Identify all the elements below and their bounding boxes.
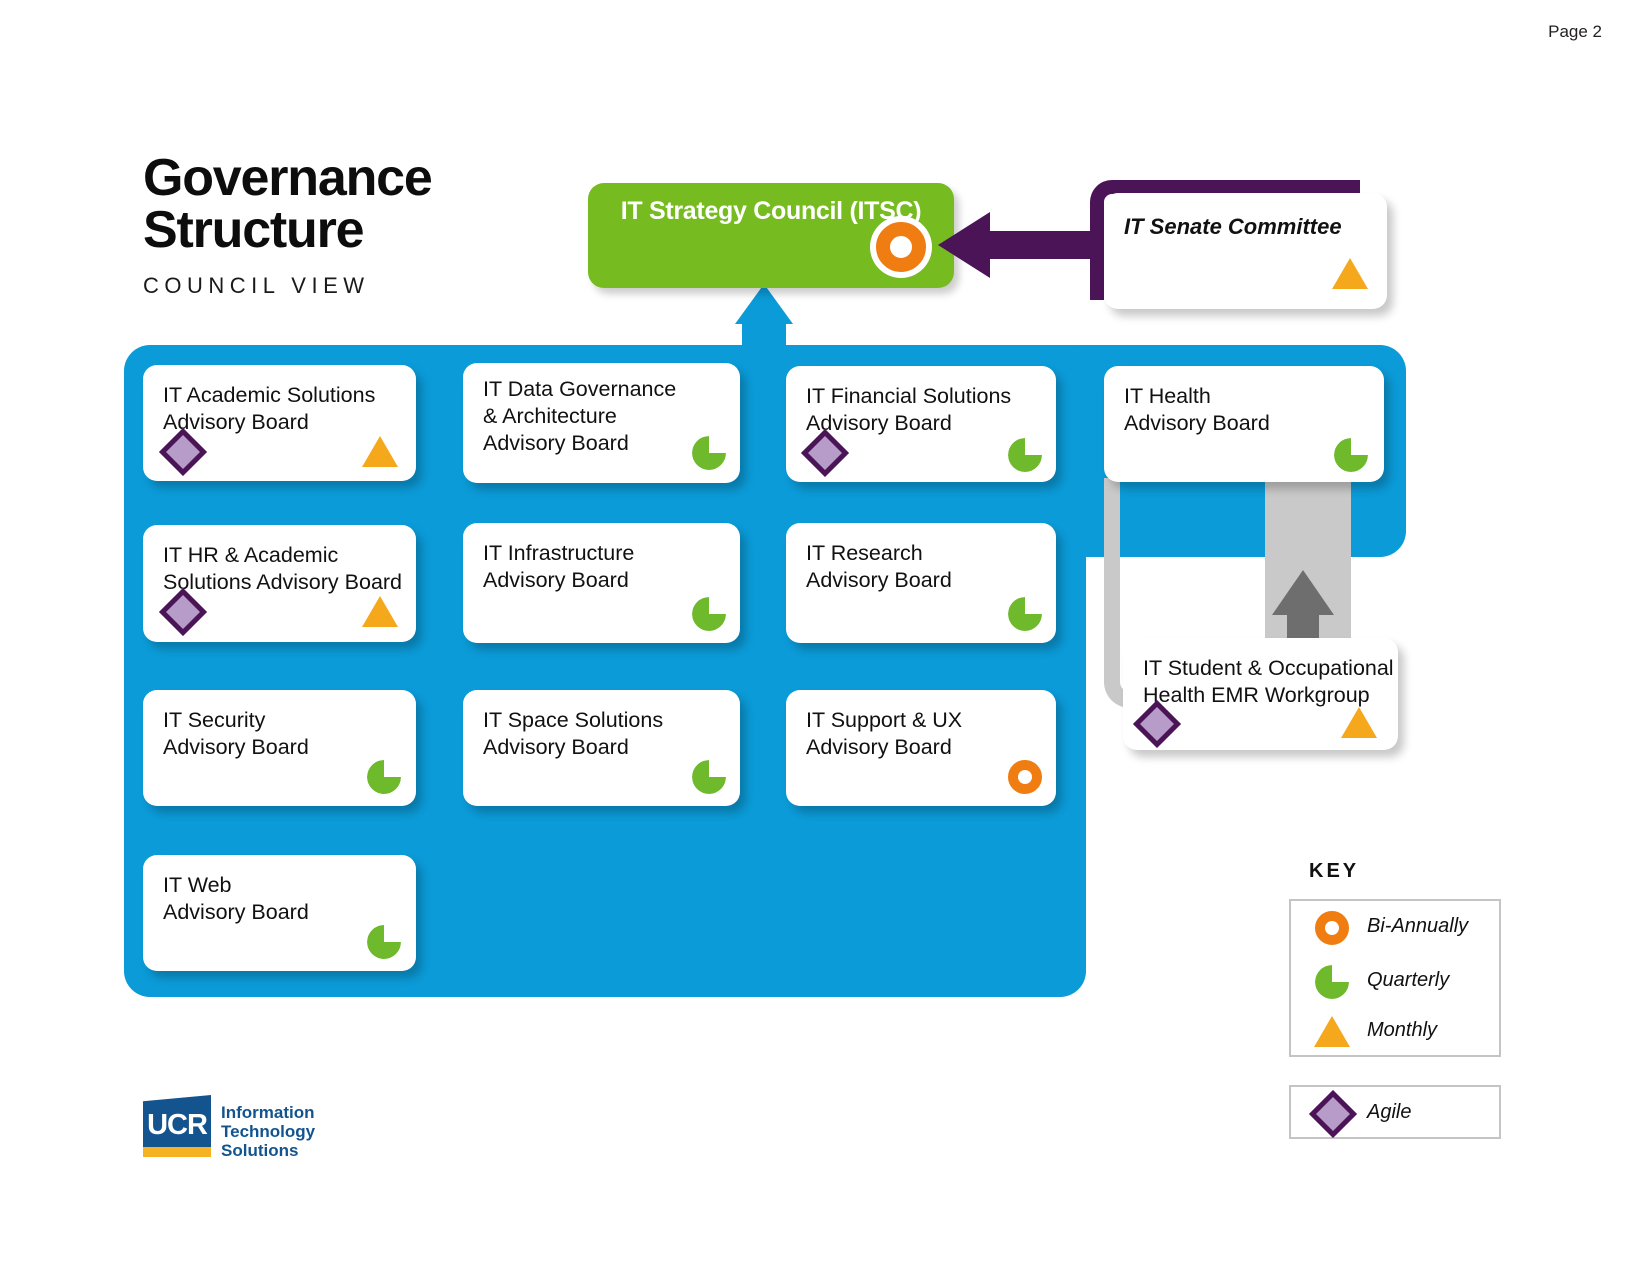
quarterly-icon xyxy=(1008,597,1042,631)
key-item-agile: Agile xyxy=(1291,1087,1499,1141)
card-it-space-solutions[interactable]: IT Space Solutions Advisory Board xyxy=(463,690,740,806)
card-title: IT Financial Solutions Advisory Board xyxy=(806,384,1012,435)
key-legend-box: Bi-Annually Quarterly Monthly xyxy=(1289,899,1501,1057)
monthly-icon xyxy=(362,436,398,467)
card-it-health[interactable]: IT Health Advisory Board xyxy=(1104,366,1384,482)
emr-up-arrow-icon xyxy=(1272,570,1334,615)
key-legend-box-agile: Agile xyxy=(1289,1085,1501,1139)
quarterly-icon xyxy=(367,760,401,794)
card-title: IT Academic Solutions Advisory Board xyxy=(163,383,376,434)
card-it-financial-solutions[interactable]: IT Financial Solutions Advisory Board xyxy=(786,366,1056,482)
card-it-student-occupational-health-emr[interactable]: IT Student & Occupational Health EMR Wor… xyxy=(1123,638,1398,750)
senate-arrow-shaft xyxy=(985,231,1115,259)
quarterly-icon xyxy=(1334,438,1368,472)
card-title: IT Research Advisory Board xyxy=(806,541,952,592)
quarterly-icon xyxy=(692,436,726,470)
it-strategy-council-label: IT Strategy Council (ITSC) xyxy=(620,197,922,225)
key-item-bi-annually: Bi-Annually xyxy=(1291,901,1499,955)
card-title: IT Security Advisory Board xyxy=(163,708,309,759)
card-it-research[interactable]: IT Research Advisory Board xyxy=(786,523,1056,643)
ucr-logo-text: Information Technology Solutions xyxy=(221,1103,316,1160)
card-title: IT Web Advisory Board xyxy=(163,873,309,924)
quarterly-icon xyxy=(692,760,726,794)
card-title: IT Health Advisory Board xyxy=(1124,384,1270,435)
quarterly-icon xyxy=(367,925,401,959)
monthly-icon xyxy=(1332,258,1368,289)
it-senate-committee-label: IT Senate Committee xyxy=(1124,214,1342,239)
card-it-support-ux[interactable]: IT Support & UX Advisory Board xyxy=(786,690,1056,806)
agile-icon xyxy=(1308,1087,1358,1141)
it-senate-committee-card[interactable]: IT Senate Committee xyxy=(1104,193,1387,309)
senate-left-arrow-icon xyxy=(938,212,990,278)
key-item-label: Monthly xyxy=(1367,1019,1438,1041)
card-it-hr-academic-solutions[interactable]: IT HR & Academic Solutions Advisory Boar… xyxy=(143,525,416,642)
monthly-icon xyxy=(362,596,398,627)
key-item-quarterly: Quarterly xyxy=(1291,955,1499,1009)
panel-to-council-arrow-icon xyxy=(735,284,793,324)
card-it-security[interactable]: IT Security Advisory Board xyxy=(143,690,416,806)
ucr-logo-letters: UCR xyxy=(147,1109,208,1141)
title-line-1: Governance xyxy=(143,149,433,207)
key-item-monthly: Monthly xyxy=(1291,1005,1499,1059)
title-line-2: Structure xyxy=(143,201,365,259)
card-title: IT Space Solutions Advisory Board xyxy=(483,708,664,759)
key-item-label: Agile xyxy=(1367,1101,1412,1123)
card-title: IT Support & UX Advisory Board xyxy=(806,708,963,759)
page-title: Governance Structure COUNCIL VIEW xyxy=(143,149,433,299)
page-number: Page 2 xyxy=(1548,22,1602,41)
panel-to-council-arrow-shaft xyxy=(742,322,786,362)
card-it-infrastructure[interactable]: IT Infrastructure Advisory Board xyxy=(463,523,740,643)
ucr-logo-gold-bar xyxy=(143,1147,211,1157)
card-title: IT Infrastructure Advisory Board xyxy=(483,541,635,592)
quarterly-icon xyxy=(1008,438,1042,472)
card-it-academic-solutions[interactable]: IT Academic Solutions Advisory Board xyxy=(143,365,416,481)
key-item-label: Quarterly xyxy=(1367,969,1450,991)
card-it-web[interactable]: IT Web Advisory Board xyxy=(143,855,416,971)
card-title: IT Student & Occupational Health EMR Wor… xyxy=(1143,656,1394,707)
it-strategy-council-box[interactable]: IT Strategy Council (ITSC) xyxy=(588,183,954,288)
monthly-icon xyxy=(1341,707,1377,738)
card-it-data-governance[interactable]: IT Data Governance & Architecture Adviso… xyxy=(463,363,740,483)
bi-annually-icon xyxy=(1008,760,1042,794)
bi-annually-icon xyxy=(876,222,926,272)
key-item-label: Bi-Annually xyxy=(1367,915,1469,937)
title-subtitle: COUNCIL VIEW xyxy=(143,273,370,298)
ucr-logo-mark xyxy=(143,1095,211,1147)
quarterly-icon xyxy=(692,597,726,631)
card-title: IT HR & Academic Solutions Advisory Boar… xyxy=(163,543,403,594)
monthly-icon xyxy=(1313,1005,1357,1059)
quarterly-icon xyxy=(1313,955,1357,1009)
key-title: KEY xyxy=(1309,860,1360,882)
bi-annually-icon xyxy=(1313,901,1357,955)
card-title: IT Data Governance & Architecture Adviso… xyxy=(483,377,677,455)
